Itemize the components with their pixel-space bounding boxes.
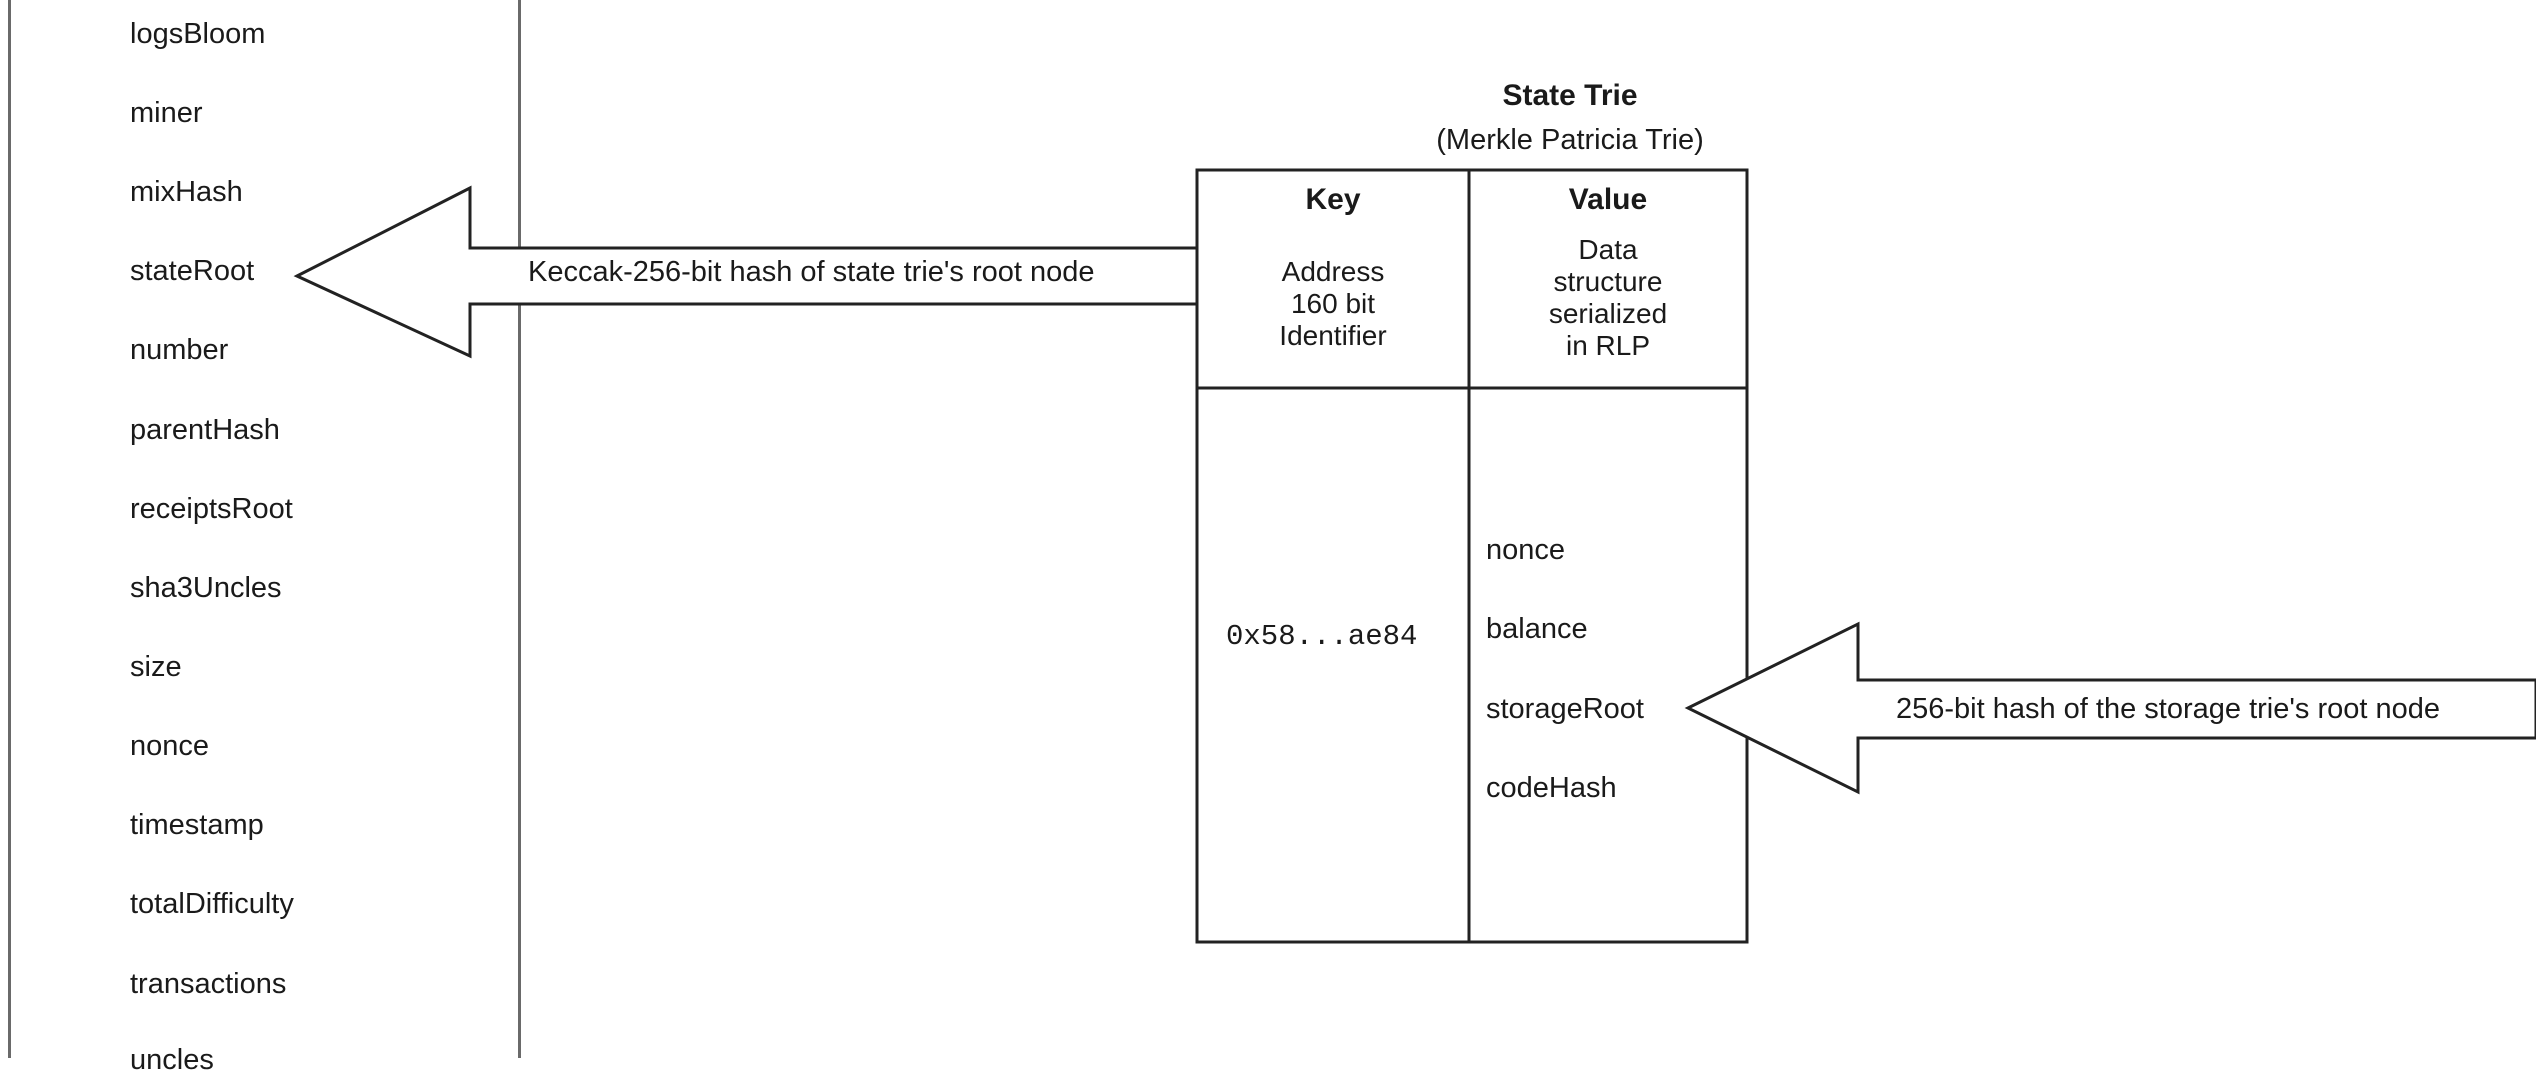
diagram-shapes bbox=[293, 168, 2536, 944]
block-field: totalDifficulty bbox=[130, 888, 294, 920]
block-fields-divider bbox=[518, 0, 521, 1058]
key-description-line: Identifier bbox=[1279, 320, 1387, 351]
block-field: miner bbox=[130, 97, 203, 129]
key-description: Address 160 bit Identifier bbox=[1197, 256, 1469, 352]
left-border-line bbox=[8, 0, 11, 1058]
block-field: sha3Uncles bbox=[130, 572, 282, 604]
block-field: nonce bbox=[130, 730, 210, 762]
key-description-line: Address bbox=[1281, 256, 1385, 287]
state-trie-table-border bbox=[1195, 168, 1749, 944]
state-root-arrow bbox=[293, 185, 1199, 359]
value-description-line: structure bbox=[1553, 266, 1663, 297]
value-field-balance: balance bbox=[1486, 613, 1588, 645]
block-field-state-root: stateRoot bbox=[130, 255, 255, 287]
state-root-arrow-label: Keccak-256-bit hash of state trie's root… bbox=[528, 256, 1095, 288]
block-field: parentHash bbox=[130, 414, 280, 446]
key-header: Key bbox=[1305, 183, 1361, 216]
storage-root-arrow bbox=[1684, 621, 2536, 795]
storage-root-arrow-label: 256-bit hash of the storage trie's root … bbox=[1896, 693, 2440, 725]
value-field-nonce: nonce bbox=[1486, 534, 1566, 566]
block-field: size bbox=[130, 651, 182, 683]
value-description-line: serialized bbox=[1548, 298, 1668, 329]
block-field: receiptsRoot bbox=[130, 493, 293, 525]
block-field: transactions bbox=[130, 968, 287, 1000]
value-header: Value bbox=[1568, 183, 1648, 216]
value-field-storage-root: storageRoot bbox=[1486, 693, 1644, 725]
block-field: timestamp bbox=[130, 809, 264, 841]
value-field-code-hash: codeHash bbox=[1486, 772, 1617, 804]
block-field: mixHash bbox=[130, 176, 243, 208]
value-description-line: in RLP bbox=[1565, 330, 1651, 361]
value-description-line: Data bbox=[1578, 234, 1638, 265]
value-description: Data structure serialized in RLP bbox=[1469, 234, 1747, 362]
key-description-line: 160 bit bbox=[1290, 288, 1376, 319]
block-field: number bbox=[130, 334, 229, 366]
state-trie-title: State Trie bbox=[1502, 79, 1638, 112]
state-trie-subtitle: (Merkle Patricia Trie) bbox=[1436, 124, 1704, 156]
ethereum-state-trie-diagram: logsBloom miner mixHash stateRoot number… bbox=[8, 0, 2536, 1076]
block-field: logsBloom bbox=[130, 18, 266, 50]
key-example-address: 0x58...ae84 bbox=[1226, 620, 1418, 653]
